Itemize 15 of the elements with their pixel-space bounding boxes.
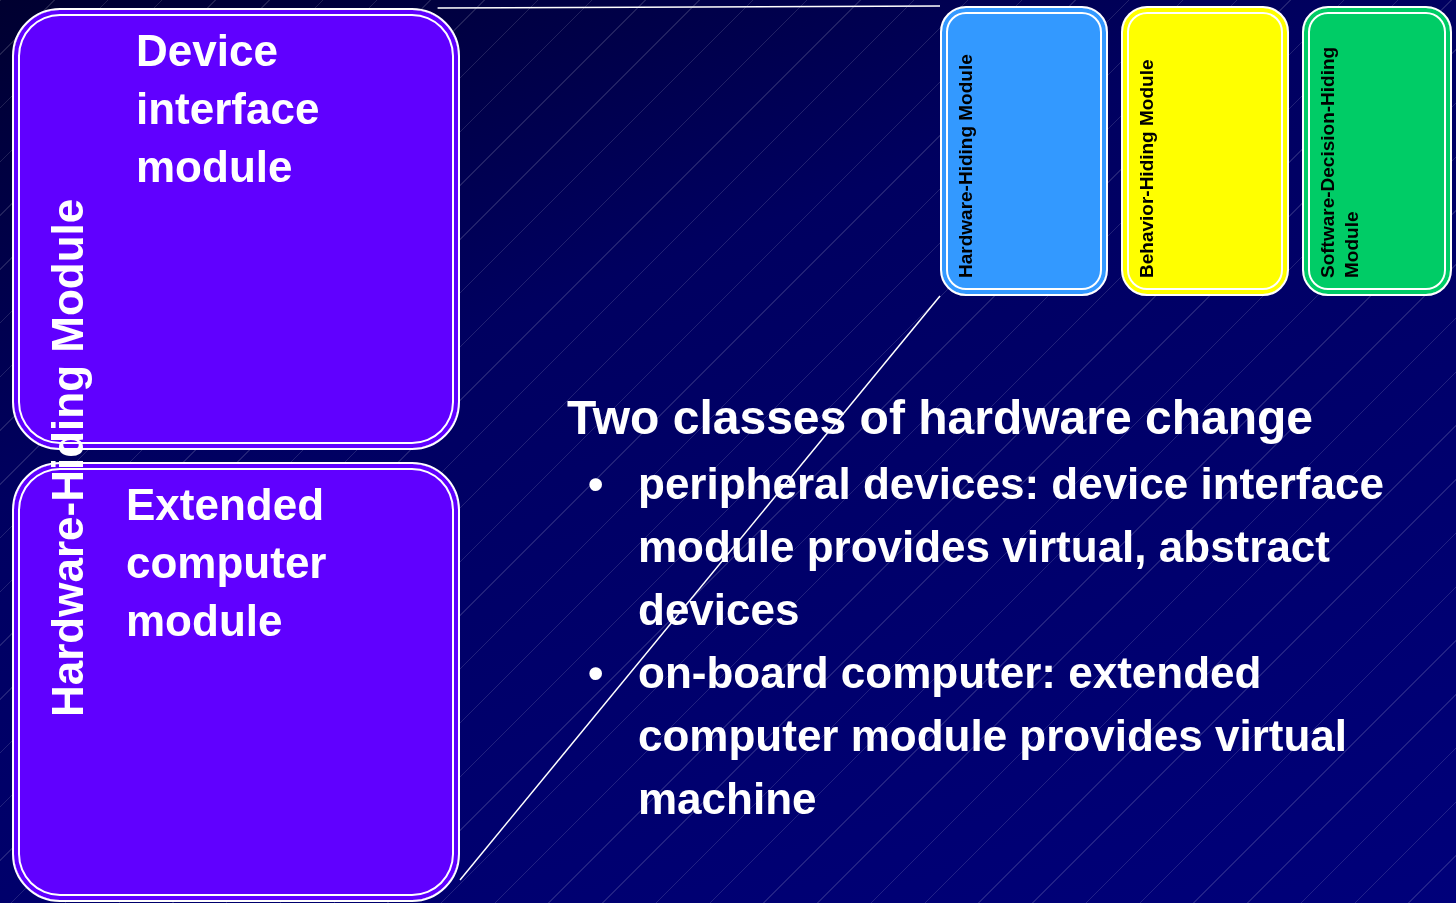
module-box xyxy=(1121,6,1289,296)
vertical-heading: Hardware-Hiding Module xyxy=(42,197,93,719)
slide-heading: Two classes of hardware change xyxy=(567,390,1314,446)
zoom-line xyxy=(436,5,941,9)
module-box xyxy=(1302,6,1452,296)
bullet-mark: • xyxy=(588,647,605,699)
bullet-point: on-board computer: extended computer module provides virtual machine xyxy=(638,647,1349,825)
zoom-line xyxy=(459,295,941,881)
module-label: Hardware-Hiding Module xyxy=(954,53,977,278)
module-label: Software-Decision-Hiding Module xyxy=(1316,45,1363,278)
module-label: Behavior-Hiding Module xyxy=(1135,58,1158,278)
module-box xyxy=(940,6,1108,296)
module-label: Device interface module xyxy=(136,25,321,193)
module-label: Extended computer module xyxy=(126,479,328,647)
bullet-mark: • xyxy=(588,458,605,510)
